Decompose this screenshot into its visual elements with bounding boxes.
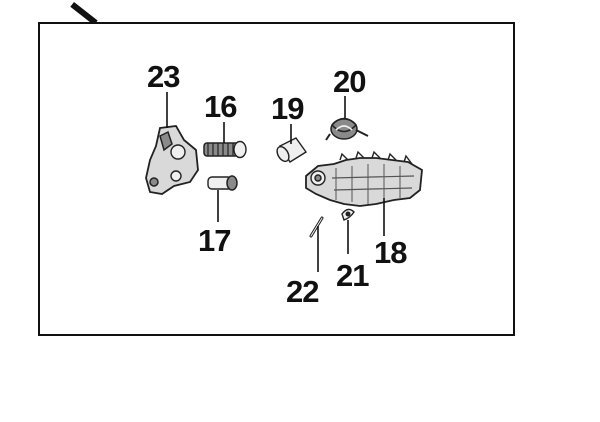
callout-18: 18 (374, 235, 407, 270)
callout-19: 19 (271, 91, 304, 126)
callout-20: 20 (333, 64, 365, 99)
part-17-pin (207, 175, 238, 191)
callout-22: 22 (286, 274, 318, 309)
diagram-frame (38, 22, 515, 336)
part-23-bracket (145, 125, 199, 195)
callout-16: 16 (204, 89, 237, 124)
callout-23: 23 (147, 59, 180, 94)
callout-21: 21 (336, 258, 369, 293)
part-22-cotter-pin (309, 216, 324, 238)
part-20-spring (325, 117, 369, 141)
part-19-shaft (276, 137, 308, 163)
part-18-footpeg (305, 150, 423, 207)
part-21-clip (341, 208, 355, 221)
callout-17: 17 (198, 223, 230, 258)
part-16-spring-bolt (203, 140, 247, 159)
